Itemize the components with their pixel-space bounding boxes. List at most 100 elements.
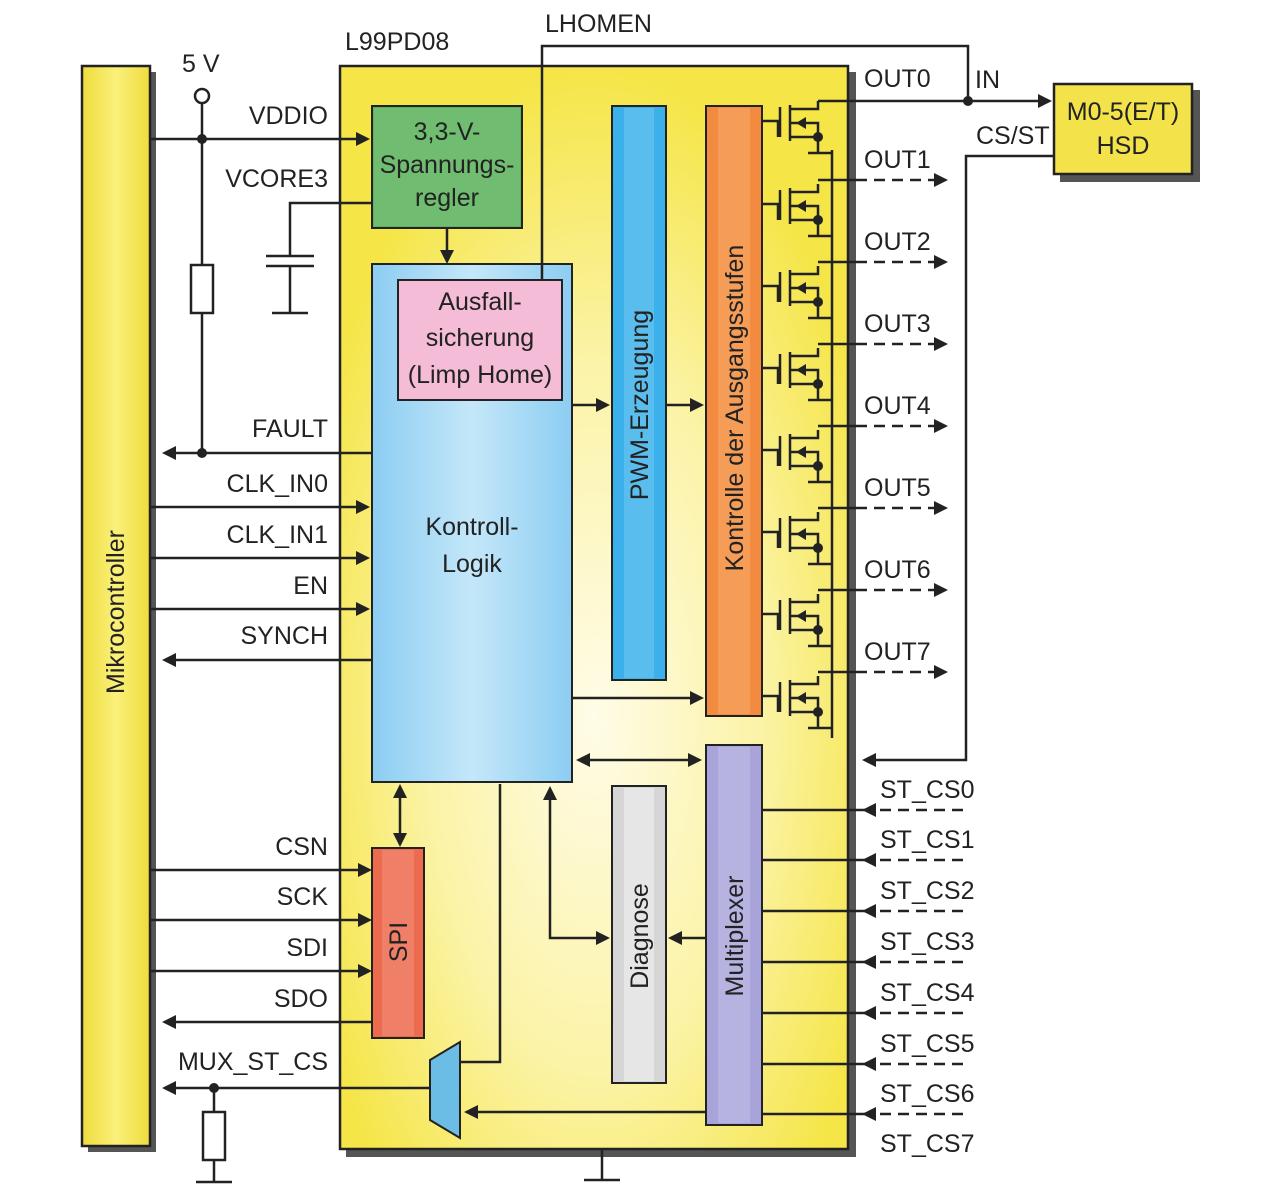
control-logic-line-2: Logik — [442, 550, 502, 578]
hsd-pin-in: IN — [975, 66, 1000, 94]
hsd-pin-cs-st: CS/ST — [976, 122, 1050, 150]
ground-symbol — [584, 1150, 620, 1182]
transistor-node — [813, 461, 823, 471]
output-transistor — [762, 184, 832, 238]
out-label-7: OUT7 — [864, 638, 931, 666]
pin-synch: SYNCH — [240, 622, 328, 650]
transistor-node — [813, 132, 823, 142]
transistor-node — [813, 707, 823, 717]
pin-vddio: VDDIO — [249, 102, 328, 130]
hsd-block: M0-5(E/T) HSD — [1052, 82, 1200, 182]
st-arrow — [862, 955, 876, 969]
microcontroller-block: Mikrocontroller — [80, 64, 156, 1152]
st-arrow — [862, 1107, 876, 1121]
st-label-0: ST_CS0 — [880, 776, 974, 804]
microcontroller-label: Mikrocontroller — [102, 530, 130, 694]
out-arrow — [934, 173, 948, 187]
out-arrow — [934, 501, 948, 515]
status-inputs: ST_CS0ST_CS1ST_CS2ST_CS3ST_CS4ST_CS5ST_C… — [762, 776, 975, 1158]
output-control-block: Kontrolle der Ausgangsstufen — [705, 105, 763, 717]
out-label-1: OUT1 — [864, 146, 931, 174]
out-label-6: OUT6 — [864, 556, 931, 584]
st-label-2: ST_CS2 — [880, 877, 974, 905]
multiplexer-label: Multiplexer — [721, 876, 749, 997]
transistor-arrow — [796, 528, 806, 540]
limp-home-line-3: (Limp Home) — [408, 361, 552, 389]
chip-name: L99PD08 — [345, 28, 449, 56]
diagnose-block: Diagnose — [611, 785, 667, 1084]
st-label-1: ST_CS1 — [880, 826, 974, 854]
st-arrow — [862, 853, 876, 867]
supply-label: 5 V — [182, 50, 220, 78]
transistor-node — [813, 379, 823, 389]
limp-home-line-2: sicherung — [426, 324, 534, 352]
limp-home-block: Ausfall- sicherung (Limp Home) — [397, 279, 563, 401]
pulldown-resistor — [201, 1110, 227, 1162]
spi-block: SPI — [371, 847, 425, 1039]
spi-label: SPI — [385, 922, 413, 962]
transistor-node — [813, 215, 823, 225]
control-logic-line-1: Kontroll- — [425, 513, 518, 541]
out-arrow — [934, 583, 948, 597]
vcore-capacitor — [266, 201, 372, 315]
out-label-2: OUT2 — [864, 228, 931, 256]
pin-mux-st-cs: MUX_ST_CS — [178, 1048, 328, 1076]
pullup-resistor — [189, 263, 215, 315]
transistor-arrow — [796, 364, 806, 376]
st-arrow — [862, 904, 876, 918]
out-arrow — [934, 255, 948, 269]
limp-home-line-1: Ausfall- — [438, 288, 521, 316]
hsd-line-1: M0-5(E/T) — [1067, 98, 1180, 126]
st-label-5: ST_CS5 — [880, 1030, 974, 1058]
transistor-arrow — [796, 692, 806, 704]
lhomen-wire: LHOMEN — [540, 10, 970, 280]
diagnose-label: Diagnose — [626, 883, 654, 989]
transistor-arrow — [796, 282, 806, 294]
pin-clk-in0: CLK_IN0 — [227, 470, 328, 498]
transistor-arrow — [796, 610, 806, 622]
transistor-node — [813, 297, 823, 307]
pin-clk-in1: CLK_IN1 — [227, 521, 328, 549]
pin-fault: FAULT — [252, 415, 328, 443]
out-label-5: OUT5 — [864, 474, 931, 502]
out-label-0: OUT0 — [864, 65, 931, 93]
regulator-line-1: 3,3-V- — [414, 118, 481, 146]
out-arrow — [934, 337, 948, 351]
st-arrow — [862, 1057, 876, 1071]
transistor-arrow — [796, 200, 806, 212]
lhomen-label: LHOMEN — [545, 10, 652, 38]
st-label-3: ST_CS3 — [880, 928, 974, 956]
out-label-3: OUT3 — [864, 310, 931, 338]
st-label-7: ST_CS7 — [880, 1130, 974, 1158]
st-label-4: ST_CS4 — [880, 979, 975, 1007]
pwm-label: PWM-Erzeugung — [626, 310, 654, 500]
transistor-arrow — [796, 117, 806, 129]
transistor-node — [813, 543, 823, 553]
transistor-node — [813, 625, 823, 635]
pin-en: EN — [293, 572, 328, 600]
supply-5v: 5 V — [182, 50, 220, 458]
pin-sdi: SDI — [286, 934, 328, 962]
regulator-line-3: regler — [415, 184, 479, 212]
hsd-line-2: HSD — [1097, 132, 1150, 160]
st-arrow — [862, 803, 876, 817]
multiplexer-block: Multiplexer — [705, 744, 763, 1126]
pin-csn: CSN — [275, 833, 328, 861]
out-arrow — [934, 419, 948, 433]
pin-vcore3: VCORE3 — [225, 165, 328, 193]
out-arrow — [934, 665, 948, 679]
output-control-label: Kontrolle der Ausgangsstufen — [721, 245, 749, 572]
transistor-arrow — [796, 446, 806, 458]
regulator-line-2: Spannungs- — [380, 151, 515, 179]
st-arrow — [862, 1006, 876, 1020]
left-pins: VDDIO VCORE3 FAULT CLK_IN0 CLK_IN1 EN SY… — [150, 102, 430, 1184]
regulator-block: 3,3-V- Spannungs- regler — [371, 105, 523, 229]
pwm-block: PWM-Erzeugung — [611, 105, 667, 681]
status-mux — [429, 784, 706, 1140]
st-label-6: ST_CS6 — [880, 1080, 974, 1108]
out-label-4: OUT4 — [864, 392, 931, 420]
pin-sck: SCK — [277, 883, 329, 911]
pin-sdo: SDO — [274, 985, 328, 1013]
